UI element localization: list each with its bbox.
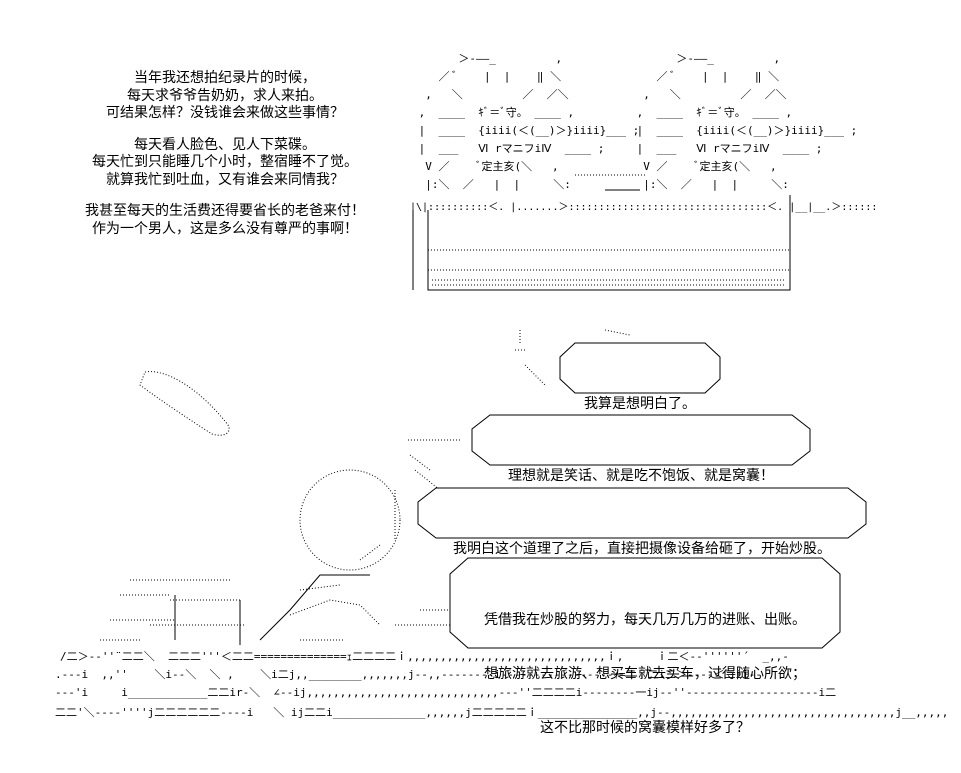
bubble-frame [471, 414, 811, 466]
narration-block: 当年我还想拍纪录片的时候， 每天求爷爷告奶奶，求人来拍。 可结果怎样？没钱谁会来… [50, 70, 400, 238]
ascii-line: ／ ﾞ | | ‖ ＼ [630, 70, 779, 83]
face-right: ＞-――_ , ／ ﾞ | | ‖ ＼ , ＼ ／ ／＼ , ____ ｷﾞ＝ﾞ… [630, 52, 857, 191]
speech-bubble-3: 我明白这个道理了之后，直接把摄像设备给砸了，开始炒股。 [417, 487, 867, 557]
face-left: ＞-――_ , ／ ﾞ | | ‖ ＼ , ＼ ／ ／＼ , ____ ｷﾞ＝ﾞ… [412, 52, 639, 191]
ascii-line: , ＼ ／ ／＼ [630, 88, 787, 101]
ascii-line: , ＼ ／ ／＼ [412, 88, 569, 101]
narration-line: 作为一个男人，这是多么没有尊严的事啊！ [92, 220, 358, 237]
speech-bubble-4: 凭借我在炒股的努力，每天几万几万的进账、出账。 想旅游就去旅游、想买车就去买车，… [449, 557, 841, 736]
ascii-line: ＞-――_ , [630, 52, 780, 65]
ascii-line: V ／ ﾞ定主亥(＼ , [630, 159, 777, 173]
ascii-line: , ____ ｷﾞ＝ﾞ守。 ____ , [412, 105, 574, 119]
ascii-line: --‐'i i____________二二ir-＼ ∠-‐ij,,,,,,,,,… [55, 686, 836, 699]
aa-comic-panel: 当年我还想拍纪录片的时候， 每天求爷爷告奶奶，求人来拍。 可结果怎样？没钱谁会来… [50, 52, 948, 736]
speech-dots [359, 329, 631, 561]
ascii-line: |:＼ ／ | | ＼: [630, 178, 789, 191]
bubble-text: 我明白这个道理了之后，直接把摄像设备给砸了，开始炒股。 [453, 541, 831, 557]
speech-bubble-2: 理想就是笑话、就是吃不饱饭、就是窝囊！ [471, 414, 811, 484]
ascii-line: | ___ Ⅵ rマニフiⅣ ____ ; [412, 142, 604, 155]
flying-object [139, 371, 230, 436]
tv-screen-faces: ＞-――_ , ／ ﾞ | | ‖ ＼ , ＼ ／ ／＼ , ____ ｷﾞ＝ﾞ… [410, 52, 877, 291]
ascii-line: 二二'＼---‐''''j二二二二二二----i ＼ ij二二i________… [55, 706, 948, 719]
narration-line: 每天忙到只能睡几个小时，整宿睡不了觉。 [92, 154, 358, 170]
narration-line: 我甚至每天的生活费还得要省长的老爸来付！ [85, 203, 365, 219]
narration-line: 可结果怎样？没钱谁会来做这些事情？ [106, 105, 344, 121]
narration-line: 就算我忙到吐血，又有谁会来同情我？ [106, 171, 344, 188]
bubble-frame [417, 487, 867, 539]
ascii-line: V ／ ﾞ定主亥(＼ , [412, 159, 559, 173]
ascii-line: /二＞-‐''¨二二＼ 二二二'''＜二二==============ｪ二二二二… [60, 650, 789, 663]
ascii-art-drawing: ＞-――_ , ／ ﾞ | | ‖ ＼ , ＼ ／ ／＼ , ____ ｷﾞ＝ﾞ… [55, 52, 948, 719]
ascii-line: .---i ,,'' ＼i--＼ ＼ , ＼i二j,,________,,,,,… [55, 668, 762, 681]
bubble-frame [449, 557, 841, 649]
ascii-line: ＞-――_ , [412, 52, 562, 65]
figure-body-desk [100, 574, 450, 645]
narration-line: 每天看人脸色、见人下菜碟。 [134, 136, 316, 153]
ascii-line: ／ ﾞ | | ‖ ＼ [412, 70, 561, 83]
narration-line: 每天求爷爷告奶奶，求人来拍。 [127, 87, 323, 104]
bubble-text: 我算是想明白了。 [584, 396, 696, 412]
ascii-line: | ___ Ⅵ rマニフiⅣ ____ ; [630, 142, 822, 155]
bubble-text: 想旅游就去旅游、想买车就去买车，过得随心所欲； [484, 666, 806, 682]
bubble-text: 这不比那时候的窝囊模样好多了？ [540, 720, 750, 736]
bubble-text: 凭借我在炒股的努力，每天几万几万的进账、出账。 [484, 612, 806, 628]
ascii-line: |\|::::::::::＜. |.......＞:::::::::::::::… [410, 202, 877, 213]
ascii-line: |:＼ ／ | | ＼: [412, 178, 571, 191]
keyboard-rows: /二＞-‐''¨二二＼ 二二二'''＜二二==============ｪ二二二二… [55, 650, 948, 719]
speech-bubble-1: 我算是想明白了。 [559, 342, 721, 412]
ascii-line: | ____ {iiii(＜(__)＞}iiii}___ ; [412, 124, 639, 137]
figure-head [299, 469, 401, 571]
ascii-line: , ____ ｷﾞ＝ﾞ守。 ____ , [630, 105, 792, 119]
bubble-text: 理想就是笑话、就是吃不饱饭、就是窝囊！ [508, 468, 774, 484]
ascii-line: | ____ {iiii(＜(__)＞}iiii}___ ; [630, 124, 857, 137]
narration-line: 当年我还想拍纪录片的时候， [134, 70, 316, 86]
bubble-frame [559, 342, 721, 394]
